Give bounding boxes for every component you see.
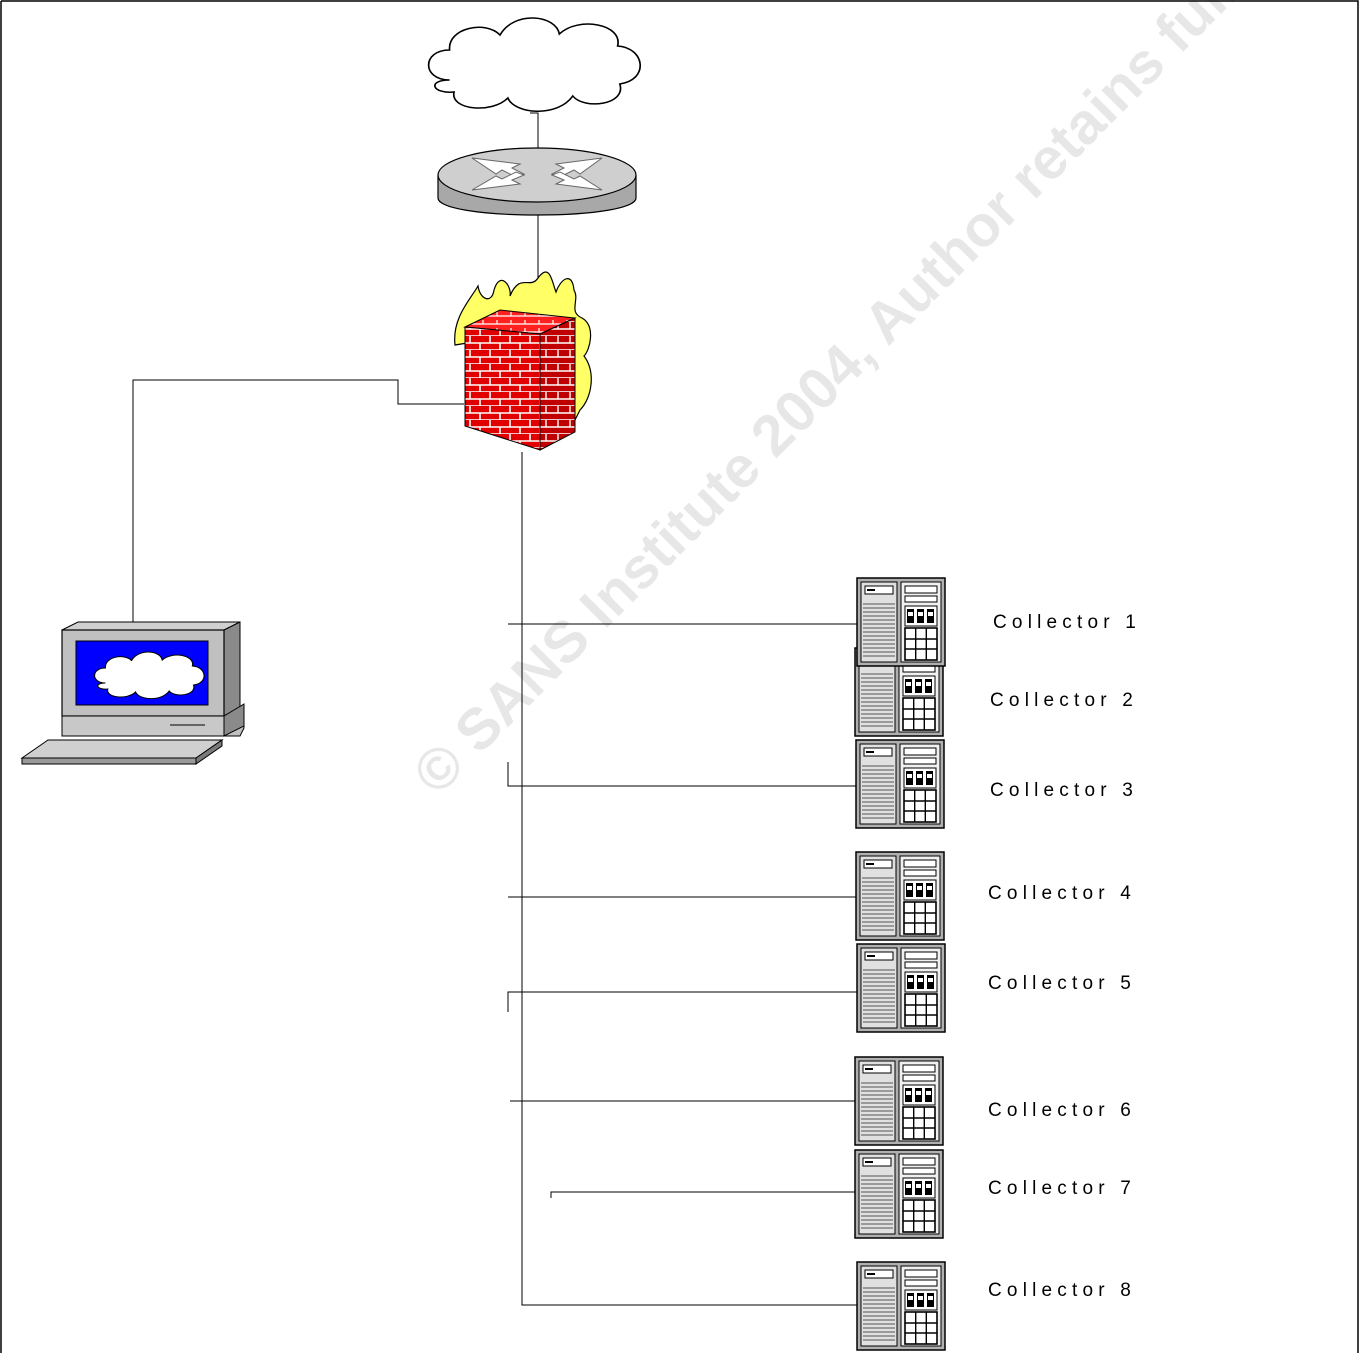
collector-label-7: Collector 7 [988,1178,1136,1200]
collector-label-1: Collector 1 [993,612,1141,634]
server-icon-1 [857,578,945,666]
branch-links [508,624,858,1198]
workstation-icon [22,622,244,764]
collector-label-4: Collector 4 [988,883,1136,905]
collector-label-2: Collector 2 [990,690,1138,712]
collector-label-5: Collector 5 [988,973,1136,995]
server-icon-3 [856,740,944,828]
firewall-workstation-link [133,380,464,628]
backbone-line [522,452,858,1305]
server-icon-6 [855,1057,943,1145]
internet-cloud [429,18,641,111]
server-icon-7 [855,1150,943,1238]
firewall-icon [455,272,592,450]
collector-label-8: Collector 8 [988,1280,1136,1302]
collector-label-6: Collector 6 [988,1100,1136,1122]
collector-label-3: Collector 3 [990,780,1138,802]
router-icon [438,148,636,215]
server-icon-8 [857,1262,945,1350]
server-icon-4 [856,852,944,940]
server-icon-5 [857,944,945,1032]
